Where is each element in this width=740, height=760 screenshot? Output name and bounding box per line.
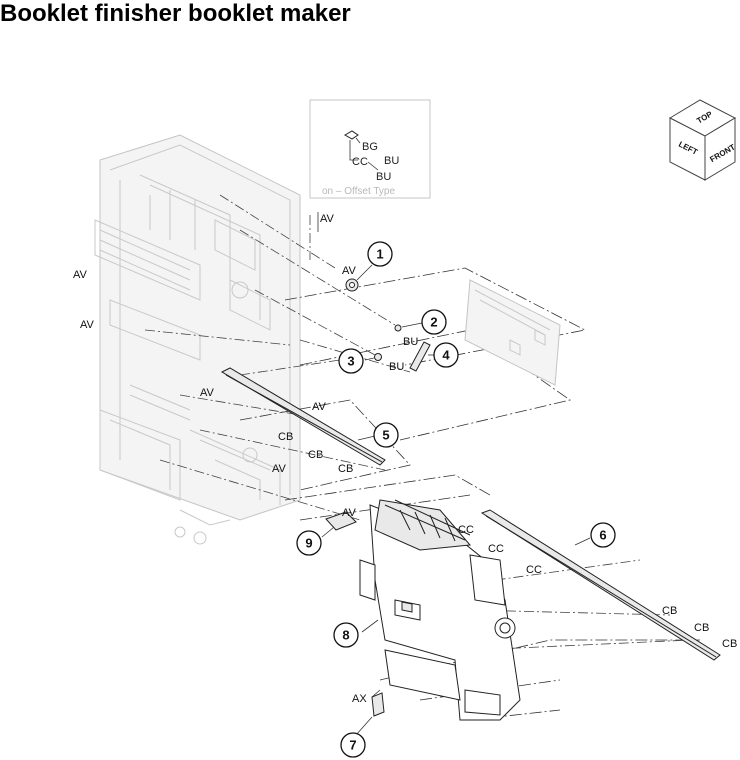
label-cb: CB (308, 449, 323, 461)
part-2-bushing (394, 322, 423, 332)
callout-2: 2 (421, 309, 447, 335)
part-8-booklet-maker (359, 499, 521, 721)
svg-text:1: 1 (376, 247, 383, 262)
page-title: Booklet finisher booklet maker (0, 0, 351, 27)
label-cc: CC (526, 564, 542, 576)
svg-text:8: 8 (342, 628, 349, 643)
offset-type-inset: BG CC BU BU on – Offset Type (309, 99, 431, 199)
callout-5: 5 (373, 422, 399, 448)
callout-8: 8 (333, 622, 359, 648)
inset-label-bu-1: BU (384, 155, 399, 167)
side-panel-ghost (464, 279, 561, 386)
inset-label-bu-2: BU (376, 171, 391, 183)
callout-3: 3 (338, 348, 364, 374)
label-cb: CB (722, 638, 737, 650)
label-cb: CB (338, 463, 353, 475)
label-av: AV (73, 269, 88, 281)
svg-text:9: 9 (305, 536, 312, 551)
part-1-gear (345, 264, 373, 292)
svg-text:4: 4 (442, 348, 450, 363)
part-9-bracket (321, 511, 357, 538)
label-av: AV (320, 213, 335, 225)
label-bu: BU (389, 361, 404, 373)
callout-9: 9 (296, 530, 322, 556)
part-3-bushing (364, 353, 382, 361)
svg-text:2: 2 (430, 315, 437, 330)
inset-label-bg: BG (362, 141, 378, 153)
label-av: AV (342, 507, 357, 519)
label-cb: CB (694, 622, 709, 634)
label-av: AV (342, 265, 357, 277)
label-cb: CB (278, 431, 293, 443)
svg-text:7: 7 (349, 738, 356, 753)
label-av: AV (272, 463, 287, 475)
label-ax: AX (352, 693, 367, 705)
label-bu: BU (403, 336, 418, 348)
inset-caption: on – Offset Type (322, 186, 395, 197)
part-6-long-rail (480, 509, 721, 661)
label-av: AV (312, 401, 327, 413)
callout-6: 6 (590, 522, 616, 548)
callouts: 1 2 3 4 5 6 7 8 9 (296, 241, 616, 758)
part-4-shaft (409, 341, 434, 372)
label-av: AV (80, 319, 95, 331)
orientation-cube: TOP LEFT FRONT (668, 99, 737, 181)
callout-7: 7 (340, 732, 366, 758)
callout-1: 1 (367, 241, 393, 267)
svg-text:5: 5 (382, 428, 389, 443)
label-cc: CC (488, 543, 504, 555)
callout-4: 4 (433, 342, 459, 368)
part-7-bracket (355, 689, 385, 736)
label-cb: CB (662, 605, 677, 617)
label-av: AV (200, 387, 215, 399)
reference-labels: AV AV AV AV AV AV AV AV BU BU CB CB CB C… (73, 212, 737, 705)
part-5-guide-rail (220, 367, 386, 466)
finisher-frame-ghost (94, 134, 301, 545)
inset-label-cc: CC (352, 156, 368, 168)
svg-text:3: 3 (347, 354, 354, 369)
svg-text:6: 6 (599, 528, 606, 543)
label-cc: CC (458, 524, 474, 536)
assembly-lines (144, 194, 691, 651)
